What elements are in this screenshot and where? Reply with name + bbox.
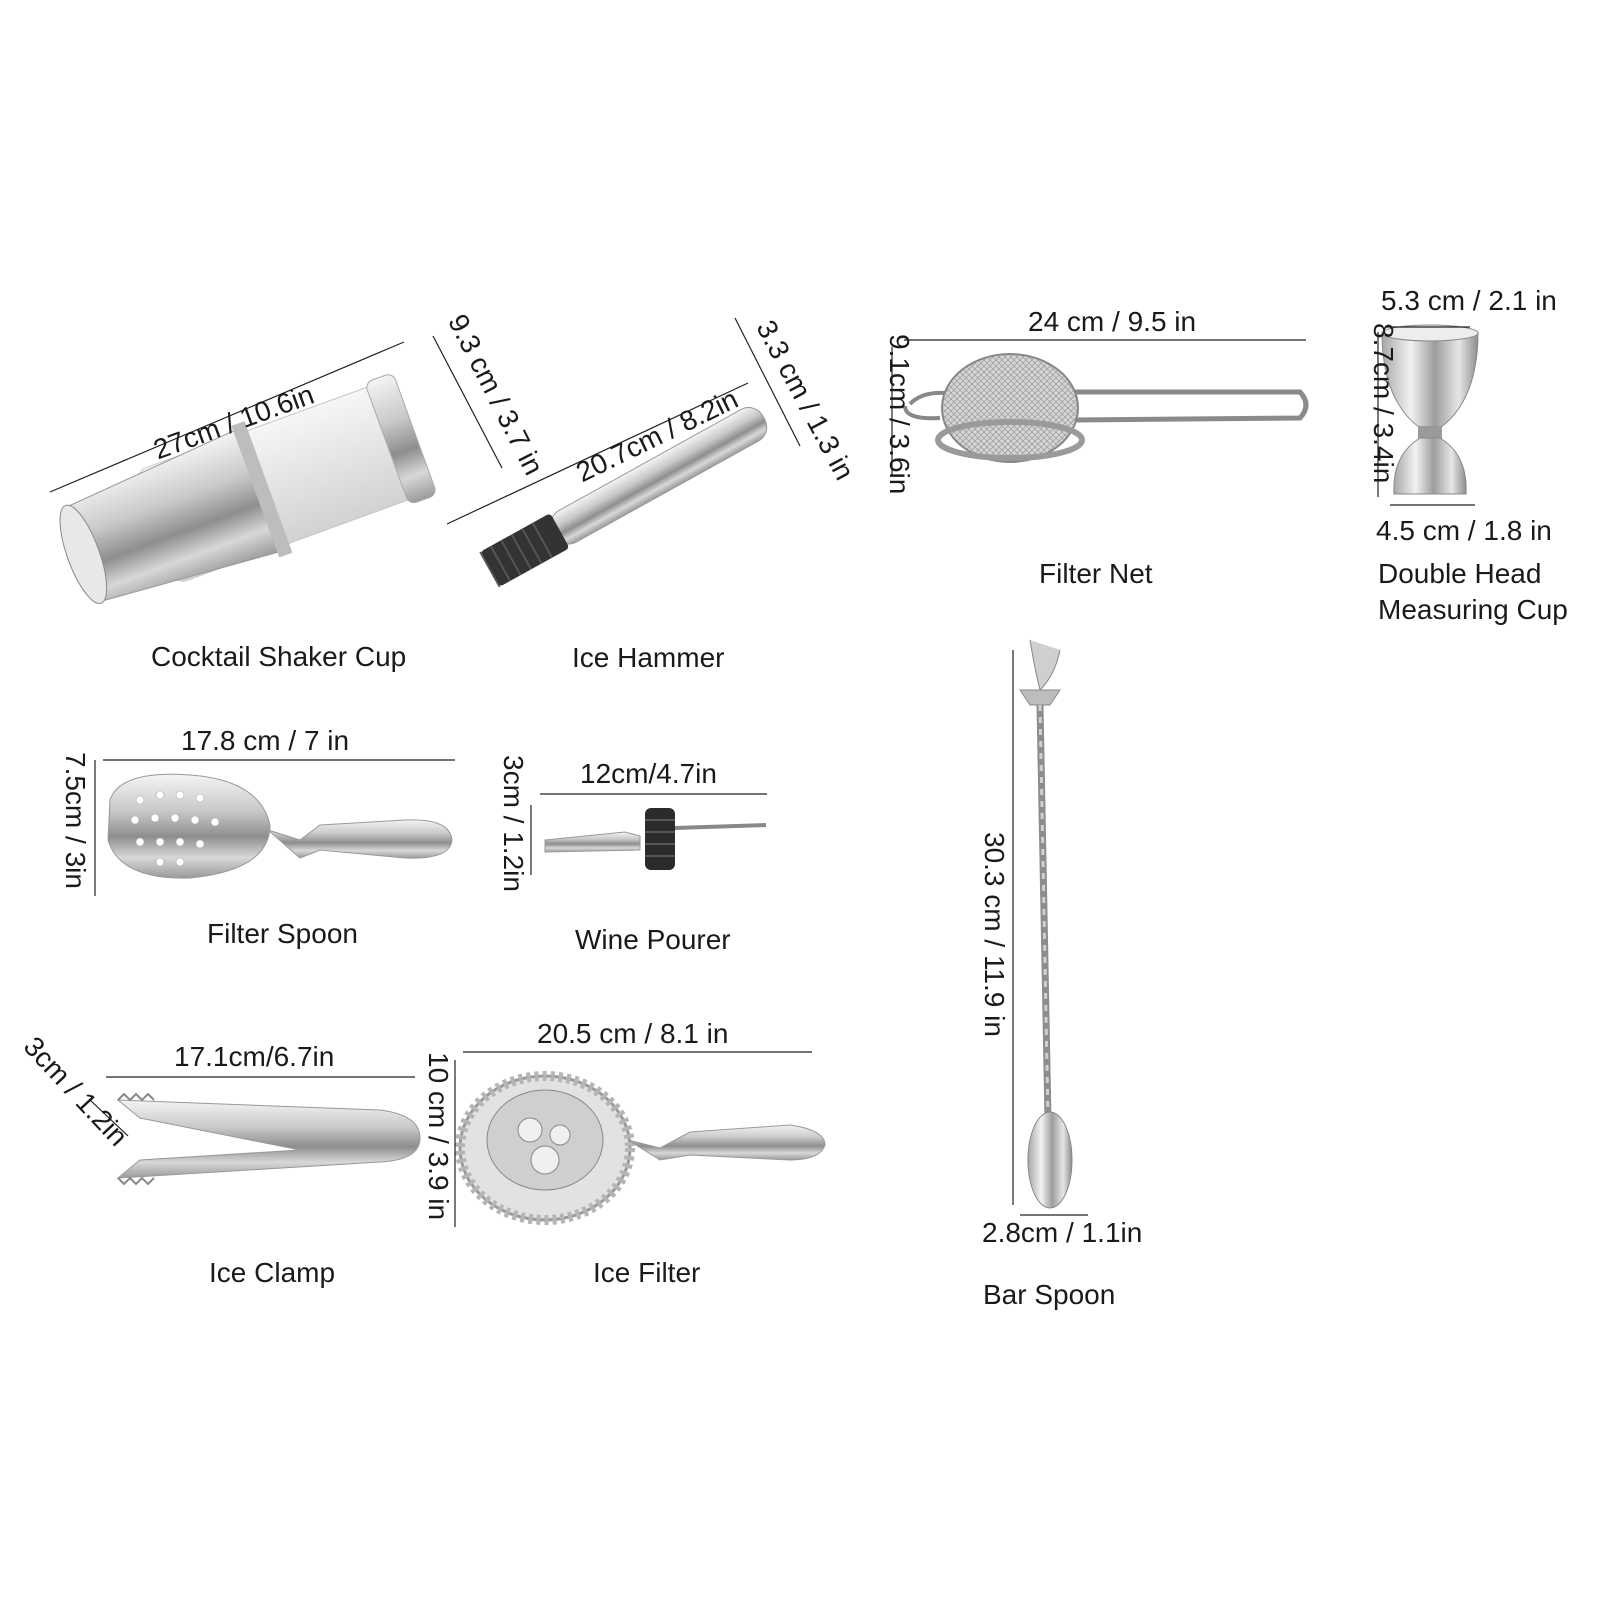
- ice-clamp-length-label: 17.1cm/6.7in: [174, 1041, 335, 1072]
- measuring-cup-image: [1381, 324, 1479, 495]
- measuring-cup-name-line1: Double Head: [1378, 558, 1542, 589]
- filter-spoon-width-label: 7.5cm / 3in: [60, 752, 91, 889]
- filter-spoon-name: Filter Spoon: [207, 918, 358, 949]
- filter-net-image: [903, 353, 1309, 463]
- wine-pourer-image: [544, 808, 767, 870]
- ice-filter-length-label: 20.5 cm / 8.1 in: [537, 1018, 729, 1049]
- bar-spoon-width-label: 2.8cm / 1.1in: [982, 1217, 1143, 1248]
- ice-clamp-name: Ice Clamp: [209, 1257, 336, 1288]
- cocktail-shaker-name: Cocktail Shaker Cup: [151, 641, 407, 672]
- wine-pourer-height-label: 3cm / 1.2in: [498, 755, 529, 892]
- measuring-cup-name-line2: Measuring Cup: [1378, 594, 1568, 625]
- ice-hammer-image: [479, 407, 768, 588]
- cup-top-label: 5.3 cm / 2.1 in: [1381, 285, 1557, 316]
- filter-net-length-label: 24 cm / 9.5 in: [1028, 306, 1197, 337]
- ice-clamp-image: [116, 1092, 421, 1186]
- bar-spoon-image: [1019, 639, 1073, 1209]
- cup-bottom-label: 4.5 cm / 1.8 in: [1376, 515, 1552, 546]
- wine-pourer-length-label: 12cm/4.7in: [580, 758, 717, 789]
- wine-pourer-name: Wine Pourer: [575, 924, 731, 955]
- cup-height-label: 8.7cm / 3.4in: [1368, 323, 1399, 484]
- ice-hammer-name: Ice Hammer: [572, 642, 725, 673]
- hammer-length-line: [446, 382, 749, 525]
- shaker-length-line: [49, 341, 405, 493]
- ice-filter-name: Ice Filter: [593, 1257, 701, 1288]
- filter-net-height-label: 9.1cm / 3.6in: [884, 334, 915, 495]
- filter-spoon-image: [107, 773, 453, 879]
- ice-filter-height-label: 10 cm / 3.9 in: [423, 1052, 454, 1221]
- ice-clamp-height-line: [89, 1099, 129, 1137]
- hammer-diameter-line: [734, 317, 801, 447]
- bar-spoon-name: Bar Spoon: [983, 1279, 1116, 1310]
- filter-net-name: Filter Net: [1039, 558, 1153, 589]
- bar-spoon-length-label: 30.3 cm / 11.9 in: [979, 832, 1010, 1037]
- ice-filter-image: [455, 1071, 826, 1225]
- cocktail-shaker-image: [59, 374, 436, 604]
- filter-spoon-length-label: 17.8 cm / 7 in: [181, 725, 350, 756]
- shaker-diameter-line: [432, 335, 503, 469]
